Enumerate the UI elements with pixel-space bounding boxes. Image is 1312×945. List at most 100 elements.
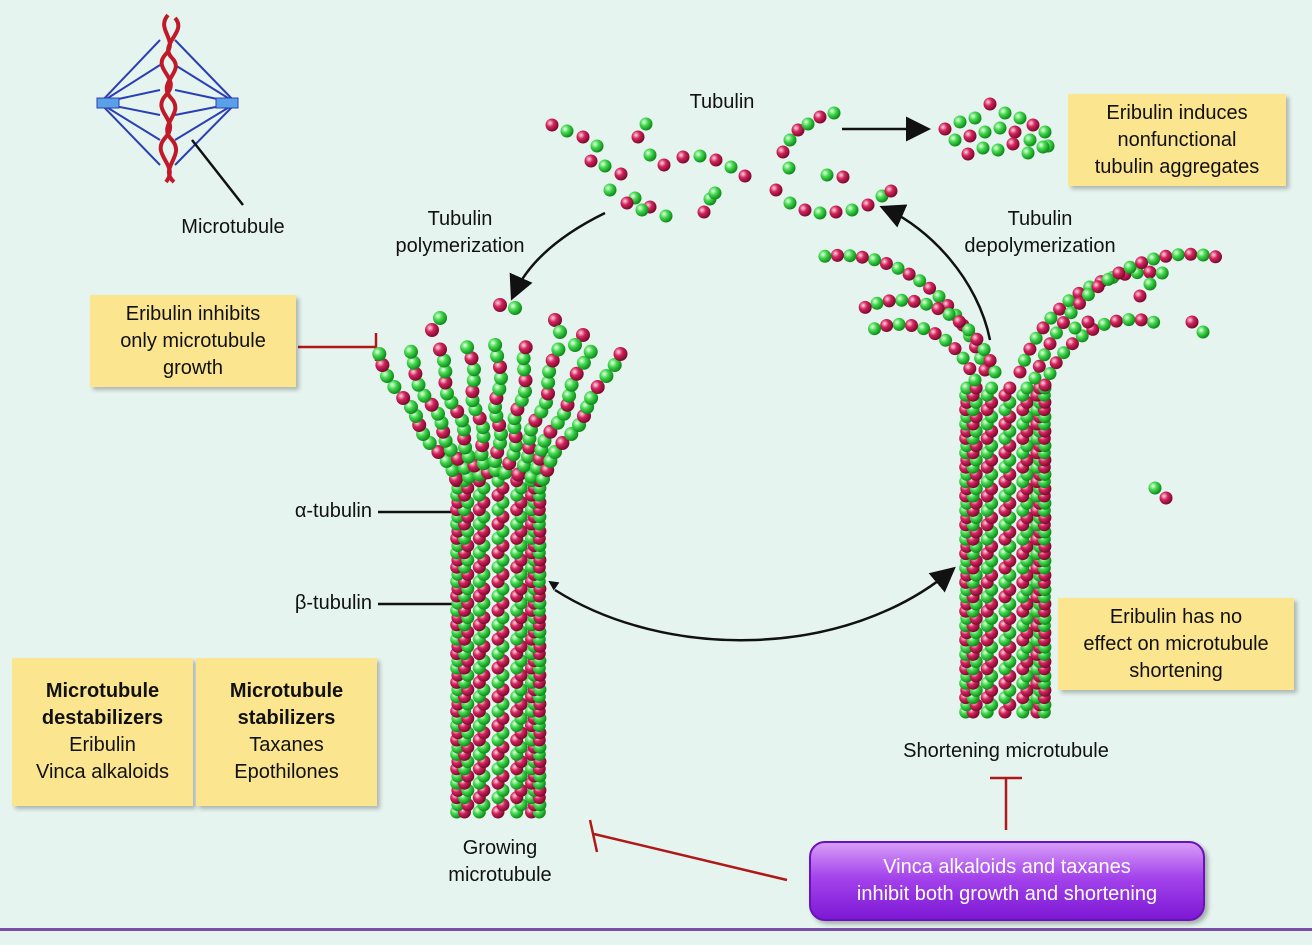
beta-tubulin-bead (769, 183, 783, 197)
alpha-tubulin-bead (659, 209, 673, 223)
alpha-tubulin-bead (551, 342, 566, 357)
beta-tubulin-bead (1053, 302, 1067, 316)
alpha-tubulin-bead (724, 160, 738, 174)
stabilizers-title-2: stabilizers (237, 707, 336, 729)
polymerization-arrow (509, 211, 606, 301)
beta-tubulin-bead (1026, 118, 1040, 132)
inhibits-growth-box: Eribulin inhibits only microtubule growt… (90, 295, 296, 387)
vinca-taxanes-box: Vinca alkaloids and taxanes inhibit both… (809, 841, 1205, 921)
stabilizers-box: Microtubule stabilizers Taxanes Epothilo… (196, 658, 377, 806)
beta-tubulin-bead (970, 332, 984, 346)
alpha-tubulin-bead (517, 362, 532, 377)
destabilizers-item-1: Eribulin (69, 734, 136, 756)
beta-tubulin-bead (1143, 265, 1157, 279)
beta-tubulin-bead (1135, 256, 1149, 270)
microtubule-label: Microtubule (181, 216, 285, 238)
alpha-tubulin-bead (380, 369, 394, 383)
beta-tubulin-bead (613, 347, 628, 361)
alpha-tubulin-bead (1147, 252, 1161, 266)
beta-tubulin-bead (880, 319, 894, 332)
depolymerization-line-2: depolymerization (964, 235, 1116, 257)
alpha-tubulin-bead (820, 168, 834, 182)
alpha-tubulin-bead (1081, 288, 1095, 302)
beta-tubulin-bead (1043, 337, 1057, 351)
inhibits-growth-line-1: Eribulin inhibits (125, 302, 261, 325)
alpha-tubulin-bead (488, 338, 503, 352)
beta-tubulin-bead (1133, 289, 1147, 303)
aggregates-line-2: nonfunctional (1117, 128, 1237, 151)
beta-tubulin-bead (798, 203, 812, 217)
beta-tubulin-bead (1159, 249, 1173, 263)
beta-tubulin-bead (1013, 365, 1027, 379)
alpha-tubulin-bead (1155, 266, 1169, 280)
beta-tubulin-bead (1038, 378, 1052, 392)
alpha-tubulin-bead (1029, 331, 1043, 345)
beta-tubulin-bead (963, 362, 977, 376)
alpha-tubulin-bead (998, 106, 1012, 120)
beta-tubulin-bead (884, 184, 898, 198)
inhibit-growth-line (298, 333, 378, 361)
beta-tubulin-bead (1023, 342, 1037, 356)
vinca-line-2: inhibit both growth and shortening (856, 883, 1158, 905)
alpha-tubulin-bead (868, 253, 881, 267)
alpha-tubulin-bead (583, 344, 598, 359)
alpha-tubulin-bead (1196, 325, 1210, 339)
beta-tubulin-bead (620, 196, 634, 210)
beta-tubulin-bead (548, 313, 562, 327)
beta-tubulin-bead (576, 130, 590, 144)
alpha-tubulin-bead (1038, 125, 1052, 139)
alpha-tubulin-bead (387, 380, 402, 394)
beta-tubulin-bead (928, 327, 942, 341)
alpha-tubulin-bead (404, 344, 418, 359)
beta-tubulin-bead (1109, 314, 1123, 328)
alpha-tubulin-bead (960, 381, 974, 395)
alpha-tubulin-bead (1021, 146, 1035, 160)
beta-tubulin-bead (791, 123, 805, 137)
alpha-tubulin-bead (639, 117, 653, 131)
alpha-tubulin-bead (868, 322, 881, 336)
depolymerization-arrow (879, 204, 992, 341)
alpha-tubulin-bead (1044, 311, 1058, 325)
spindle-icon (96, 13, 244, 206)
beta-tubulin-bead (829, 205, 843, 219)
alpha-tubulin-bead (919, 297, 933, 311)
beta-tubulin-bead (1032, 359, 1046, 373)
inhibit-shortening-line (990, 776, 1022, 830)
tubulin-beads (372, 97, 1222, 819)
alpha-tubulin-bead (560, 124, 574, 138)
inhibit-growing-line (588, 819, 788, 882)
shortening-microtubule-label: Shortening microtubule (903, 740, 1109, 762)
growing-line-2: microtubule (448, 864, 552, 886)
tubulin-label: Tubulin (689, 91, 755, 113)
alpha-tubulin-bead (490, 349, 505, 363)
aggregates-line-1: Eribulin induces (1106, 101, 1248, 124)
alpha-tubulin-bead (976, 141, 990, 155)
beta-tubulin-bead (408, 366, 423, 381)
beta-tubulin-bead (1209, 250, 1222, 264)
alpha-tubulin-bead (813, 206, 827, 220)
alpha-tubulin-bead (1068, 321, 1082, 335)
alpha-tubulin-bead (494, 371, 508, 385)
alpha-tubulin-bead (411, 377, 426, 392)
beta-tubulin-bead (631, 130, 645, 144)
beta-tubulin-bead (938, 122, 952, 136)
beta-tubulin-bead (813, 110, 827, 124)
no-effect-box: Eribulin has no effect on microtubule sh… (1058, 598, 1294, 690)
dynamic-arrow-right (554, 566, 956, 642)
alpha-tubulin-bead (818, 249, 832, 263)
beta-tubulin-bead (438, 375, 453, 390)
beta-tubulin-bead (541, 386, 555, 401)
beta-tubulin-bead (1134, 313, 1148, 327)
alpha-tubulin-bead (1148, 481, 1162, 495)
alpha-tubulin-bead (917, 322, 931, 336)
alpha-tubulin-bead (845, 203, 859, 217)
alpha-tubulin-bead (437, 353, 451, 368)
destabilizers-box: Microtubule destabilizers Eribulin Vinca… (12, 658, 193, 806)
alpha-tubulin-bead (568, 338, 582, 352)
alpha-tubulin-bead (1020, 381, 1034, 395)
no-effect-line-2: effect on microtubule (1083, 632, 1269, 655)
alpha-tubulin-bead (508, 301, 522, 315)
beta-tubulin-bead (836, 170, 850, 184)
beta-tubulin-bead (464, 351, 479, 366)
